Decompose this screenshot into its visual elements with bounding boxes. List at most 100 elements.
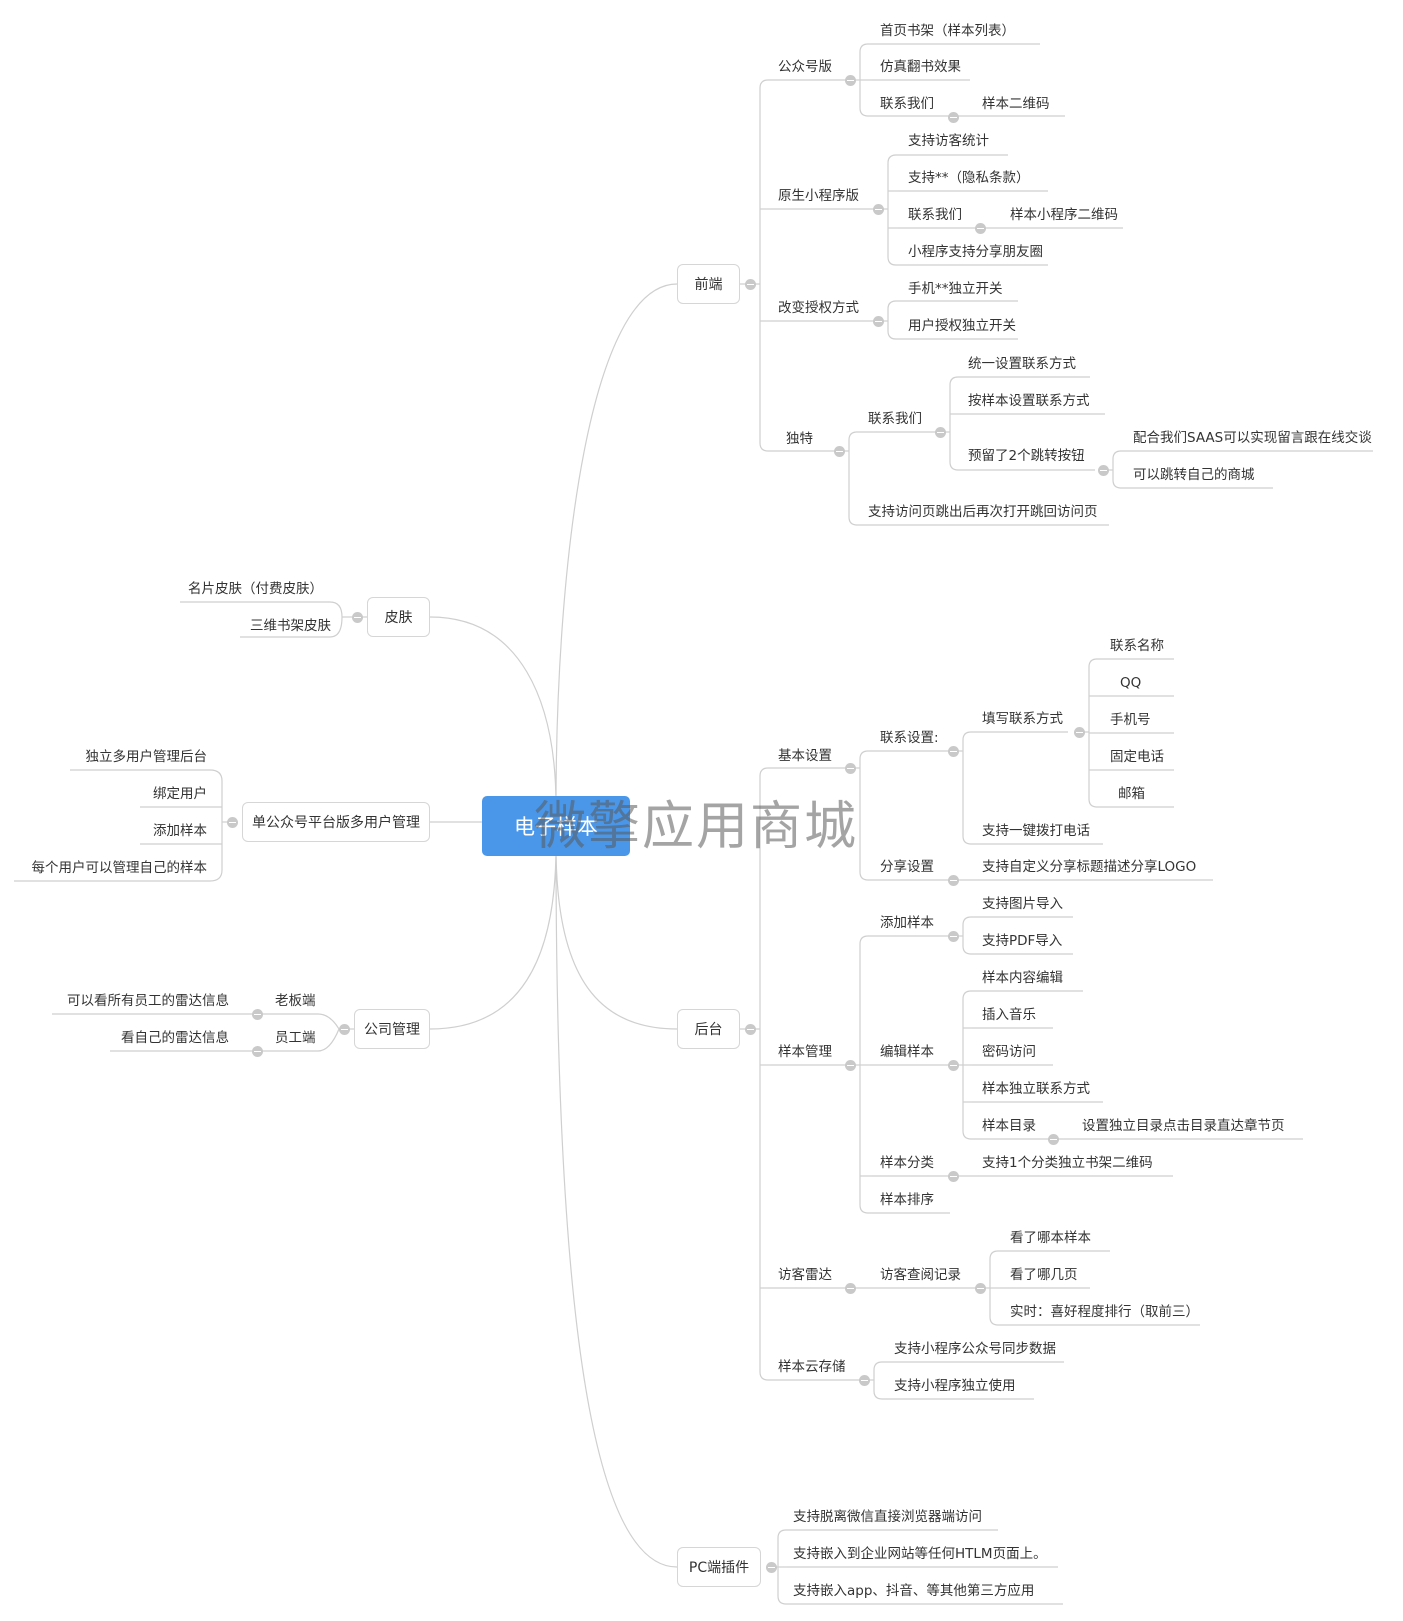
collapse-toggle-icon[interactable] bbox=[845, 75, 856, 86]
collapse-toggle-icon[interactable] bbox=[948, 1171, 959, 1182]
collapse-toggle-icon[interactable] bbox=[975, 1283, 986, 1294]
leaf-pdf-import: 支持PDF导入 bbox=[982, 933, 1063, 949]
leaf-mp-qrcode: 样本小程序二维码 bbox=[1010, 207, 1118, 223]
collapse-toggle-icon[interactable] bbox=[845, 763, 856, 774]
node-company[interactable]: 公司管理 bbox=[354, 1009, 430, 1049]
node-share-settings[interactable]: 分享设置 bbox=[880, 859, 934, 875]
node-contact-settings[interactable]: 联系设置: bbox=[880, 730, 939, 746]
collapse-toggle-icon[interactable] bbox=[935, 427, 946, 438]
leaf-auth-phone: 手机**独立开关 bbox=[908, 281, 1003, 297]
connector-line bbox=[759, 1371, 770, 1381]
connector-line bbox=[887, 154, 898, 164]
leaf-gzh-contact[interactable]: 联系我们 bbox=[880, 96, 934, 112]
leaf-qq: QQ bbox=[1120, 675, 1142, 691]
connector-line bbox=[70, 769, 223, 782]
node-boss[interactable]: 老板端 bbox=[275, 993, 316, 1009]
connector-line bbox=[555, 845, 678, 1568]
collapse-toggle-icon[interactable] bbox=[948, 112, 959, 123]
leaf-mp-stats: 支持访客统计 bbox=[908, 133, 989, 149]
branch-cloud[interactable]: 样本云存储 bbox=[778, 1359, 846, 1375]
connector-line bbox=[859, 107, 870, 117]
leaf-realtime-ranking: 实时：喜好程度排行（取前三） bbox=[1010, 1304, 1199, 1320]
leaf-gzh-bookshelf: 首页书架（样本列表） bbox=[880, 23, 1015, 39]
collapse-toggle-icon[interactable] bbox=[873, 316, 884, 327]
collapse-toggle-icon[interactable] bbox=[834, 446, 845, 457]
collapse-toggle-icon[interactable] bbox=[975, 223, 986, 234]
collapse-toggle-icon[interactable] bbox=[252, 1046, 263, 1057]
connector-line bbox=[1112, 479, 1123, 489]
collapse-toggle-icon[interactable] bbox=[948, 746, 959, 757]
node-pc-plugin[interactable]: PC端插件 bbox=[677, 1547, 761, 1587]
node-category[interactable]: 样本分类 bbox=[880, 1155, 934, 1171]
connector-line bbox=[258, 1013, 340, 1030]
node-unique-contact[interactable]: 联系我们 bbox=[868, 411, 922, 427]
leaf-mp-share: 小程序支持分享朋友圈 bbox=[908, 244, 1043, 260]
collapse-toggle-icon[interactable] bbox=[873, 204, 884, 215]
node-multiuser[interactable]: 单公众号平台版多用户管理 bbox=[242, 802, 430, 842]
connector-line bbox=[759, 79, 770, 89]
leaf-jump-buttons[interactable]: 预留了2个跳转按钮 bbox=[968, 448, 1085, 464]
connector-line bbox=[859, 43, 870, 53]
branch-unique[interactable]: 独特 bbox=[786, 431, 813, 447]
leaf-catalog-chapter: 设置独立目录点击目录直达章节页 bbox=[1082, 1118, 1285, 1134]
collapse-toggle-icon[interactable] bbox=[948, 875, 959, 886]
branch-sample-mgmt[interactable]: 样本管理 bbox=[778, 1044, 832, 1060]
branch-auth[interactable]: 改变授权方式 bbox=[778, 300, 859, 316]
connector-line bbox=[989, 1250, 1000, 1260]
collapse-toggle-icon[interactable] bbox=[766, 1562, 777, 1573]
node-edit-sample[interactable]: 编辑样本 bbox=[880, 1044, 934, 1060]
collapse-toggle-icon[interactable] bbox=[948, 1060, 959, 1071]
collapse-toggle-icon[interactable] bbox=[948, 931, 959, 942]
collapse-toggle-icon[interactable] bbox=[845, 1283, 856, 1294]
collapse-toggle-icon[interactable] bbox=[859, 1375, 870, 1386]
connector-line bbox=[777, 1595, 788, 1605]
connector-line bbox=[759, 767, 770, 777]
node-skin[interactable]: 皮肤 bbox=[367, 597, 430, 637]
leaf-cloud-standalone: 支持小程序独立使用 bbox=[894, 1378, 1016, 1394]
connector-line bbox=[848, 516, 859, 526]
connector-line bbox=[180, 601, 343, 618]
collapse-toggle-icon[interactable] bbox=[227, 817, 238, 828]
node-backend[interactable]: 后台 bbox=[677, 1009, 740, 1049]
collapse-toggle-icon[interactable] bbox=[339, 1024, 350, 1035]
node-fill-contact[interactable]: 填写联系方式 bbox=[982, 711, 1063, 727]
collapse-toggle-icon[interactable] bbox=[845, 1060, 856, 1071]
branch-gzh[interactable]: 公众号版 bbox=[778, 59, 832, 75]
collapse-toggle-icon[interactable] bbox=[745, 279, 756, 290]
collapse-toggle-icon[interactable] bbox=[745, 1024, 756, 1035]
leaf-mp-contact[interactable]: 联系我们 bbox=[908, 207, 962, 223]
connector-line bbox=[258, 1028, 340, 1052]
node-visit-record[interactable]: 访客查阅记录 bbox=[880, 1267, 961, 1283]
leaf-sort: 样本排序 bbox=[880, 1192, 934, 1208]
leaf-share-custom: 支持自定义分享标题描述分享LOGO bbox=[982, 859, 1197, 875]
collapse-toggle-icon[interactable] bbox=[1098, 465, 1109, 476]
node-add-sample[interactable]: 添加样本 bbox=[880, 915, 934, 931]
leaf-add-sample-user: 添加样本 bbox=[153, 823, 207, 839]
connector-line bbox=[1088, 658, 1099, 668]
node-frontend[interactable]: 前端 bbox=[677, 264, 740, 304]
branch-miniprogram[interactable]: 原生小程序版 bbox=[778, 188, 859, 204]
branch-basic[interactable]: 基本设置 bbox=[778, 748, 832, 764]
leaf-one-click-call: 支持一键拨打电话 bbox=[982, 823, 1090, 839]
connector-line bbox=[962, 1130, 973, 1140]
leaf-category-qrcode: 支持1个分类独立书架二维码 bbox=[982, 1155, 1153, 1171]
leaf-cloud-sync: 支持小程序公众号同步数据 bbox=[894, 1341, 1056, 1357]
root-node[interactable]: 电子样本 bbox=[482, 796, 630, 856]
leaf-per-sample-contact: 按样本设置联系方式 bbox=[968, 393, 1090, 409]
leaf-password: 密码访问 bbox=[982, 1044, 1036, 1060]
collapse-toggle-icon[interactable] bbox=[352, 612, 363, 623]
leaf-catalog[interactable]: 样本目录 bbox=[982, 1118, 1036, 1134]
branch-radar[interactable]: 访客雷达 bbox=[778, 1267, 832, 1283]
connector-line bbox=[873, 1390, 884, 1400]
collapse-toggle-icon[interactable] bbox=[1048, 1134, 1059, 1145]
leaf-contact-name: 联系名称 bbox=[1110, 638, 1164, 654]
collapse-toggle-icon[interactable] bbox=[1074, 727, 1085, 738]
collapse-toggle-icon[interactable] bbox=[252, 1009, 263, 1020]
connector-line bbox=[429, 616, 557, 807]
connector-line bbox=[859, 750, 870, 760]
leaf-bind-user: 绑定用户 bbox=[153, 786, 207, 802]
leaf-boss-all-radar: 可以看所有员工的雷达信息 bbox=[67, 993, 229, 1009]
node-staff[interactable]: 员工端 bbox=[275, 1030, 316, 1046]
leaf-mp-privacy: 支持**（隐私条款） bbox=[908, 170, 1030, 186]
